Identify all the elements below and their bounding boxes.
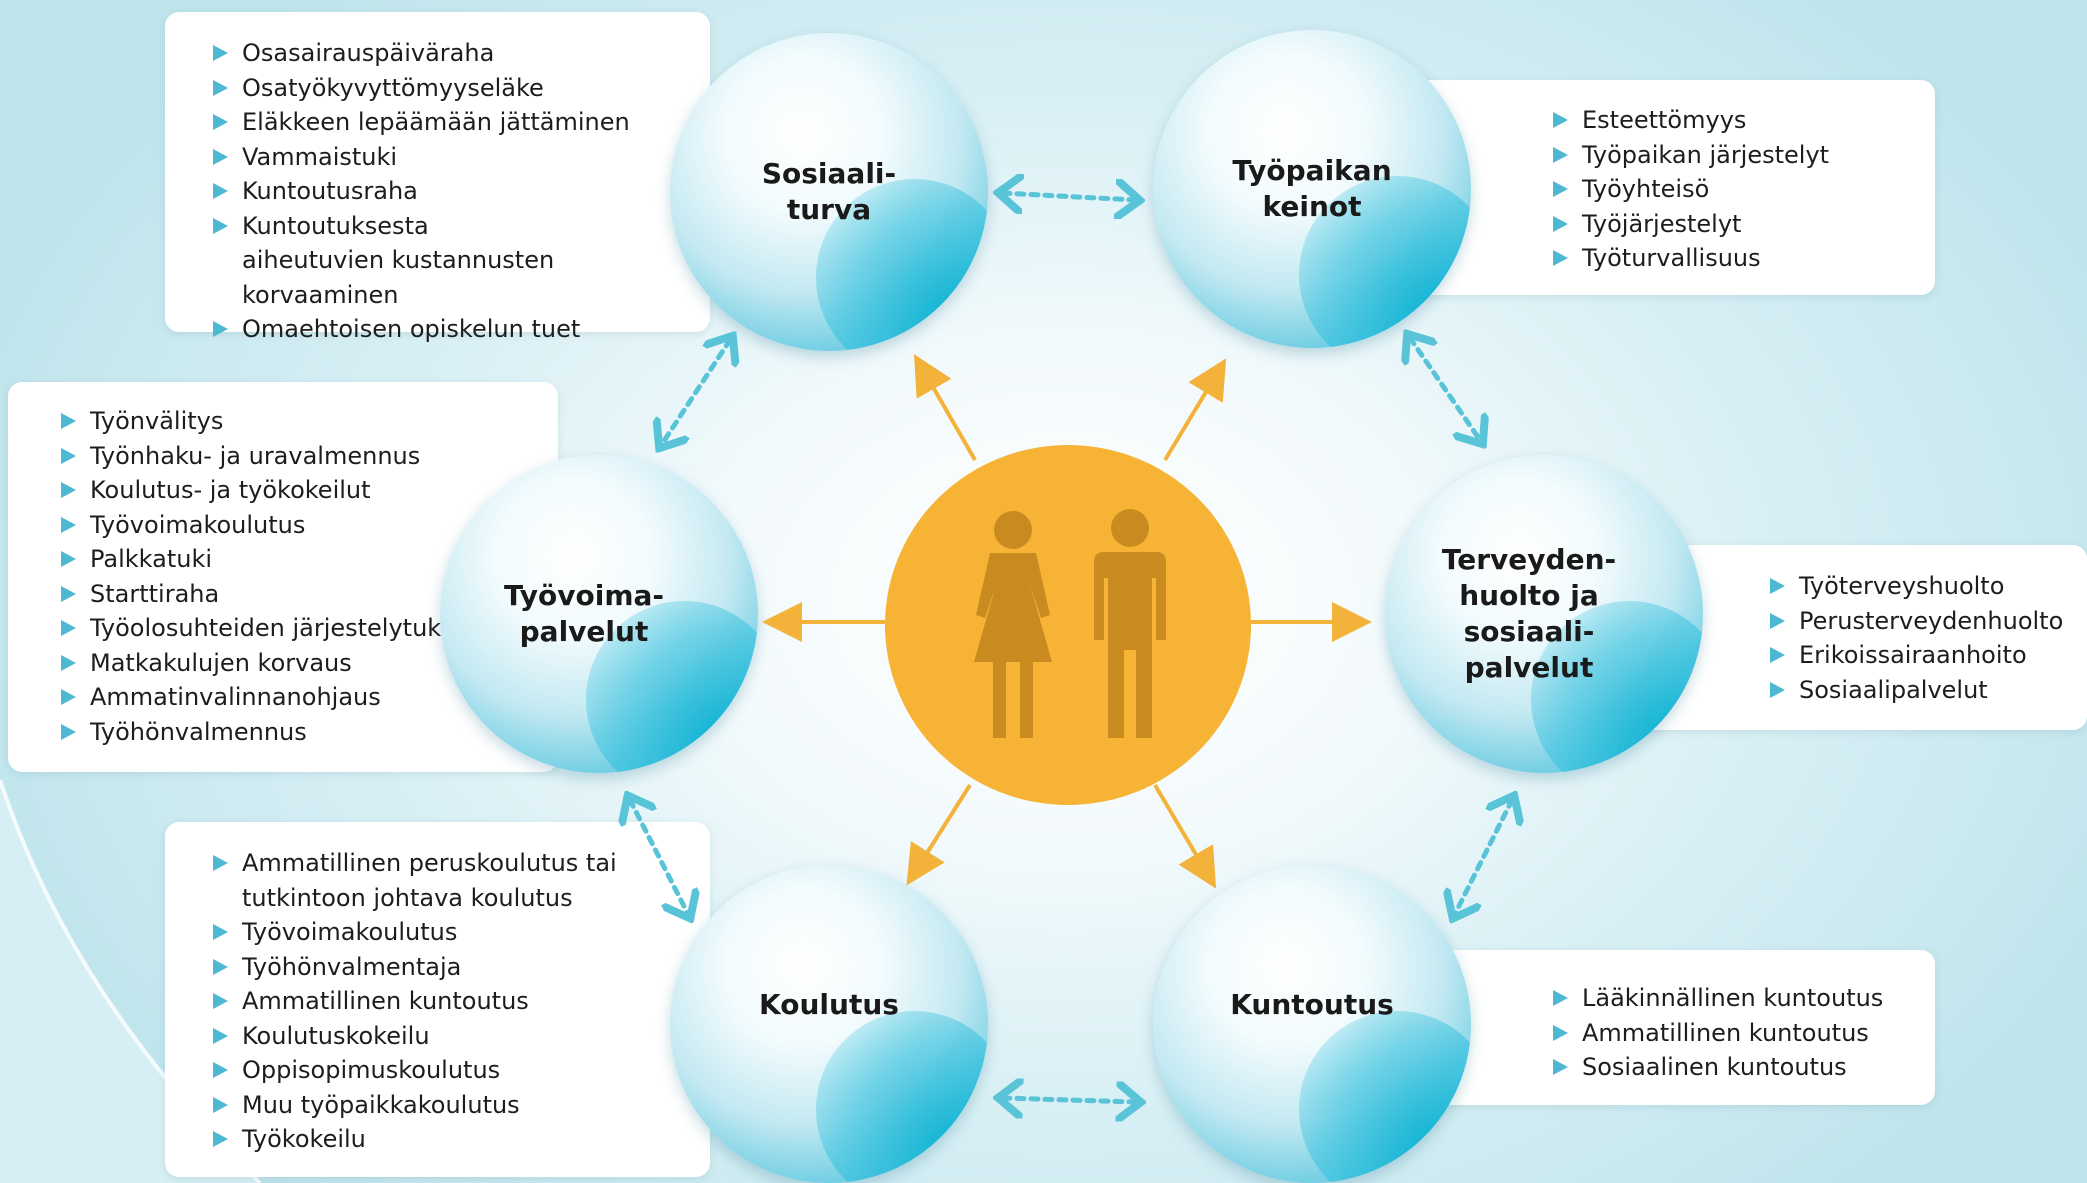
list-item: Osasairauspäiväraha: [213, 36, 650, 71]
sphere-shade: [816, 179, 988, 351]
sphere-shade: [1299, 176, 1471, 348]
list-item: Työhönvalmentaja: [213, 950, 650, 985]
list-item: Työnvälitys: [61, 404, 558, 439]
sphere-shade: [1531, 601, 1703, 773]
list-item: Työolosuhteiden järjestelytuki: [61, 611, 558, 646]
node-tyovoimapalvelut: Työvoima- palvelut: [440, 455, 758, 773]
node-title: Sosiaali- turva: [761, 157, 897, 226]
list-item: Starttiraha: [61, 577, 558, 612]
connector-tyopaikan-keinot-terveydenhuolto: [1410, 338, 1480, 440]
arrow-to-sosiaaliturva: [914, 354, 977, 461]
node-title: Koulutus: [759, 987, 899, 1021]
list-item: Perusterveydenhuolto: [1770, 604, 2087, 639]
list-item: Työvoimakoulutus: [61, 508, 558, 543]
node-sosiaaliturva: Sosiaali- turva: [670, 33, 988, 351]
node-title: Kuntoutus: [1230, 987, 1394, 1021]
list-item: Koulutuskokeilu: [213, 1019, 650, 1054]
list-koulutus: Ammatillinen peruskoulutus tai tutkintoo…: [165, 822, 710, 1157]
list-item: Työkokeilu: [213, 1122, 650, 1157]
list-box-sosiaaliturva: Osasairauspäiväraha Osatyökyvyttömyyselä…: [165, 12, 710, 343]
list-item: Työterveyshuolto: [1770, 569, 2087, 604]
arrow-to-kuntoutus: [1153, 783, 1217, 889]
list-item: Muu työpaikkakoulutus: [213, 1088, 650, 1123]
list-sosiaaliturva: Osasairauspäiväraha Osatyökyvyttömyyselä…: [165, 12, 710, 347]
list-item: Työturvallisuus: [1553, 241, 1935, 276]
list-item: Eläkkeen lepäämään jättäminen: [213, 105, 650, 140]
list-item: Työhönvalmennus: [61, 715, 558, 750]
connector-sosiaaliturva-tyovoimapalvelut: [662, 340, 730, 444]
list-item: Matkakulujen korvaus: [61, 646, 558, 681]
list-item: Työjärjestelyt: [1553, 207, 1935, 242]
list-item: Oppisopimuskoulutus: [213, 1053, 650, 1088]
list-item: Erikoissairaanhoito: [1770, 638, 2087, 673]
sphere-shade: [586, 601, 758, 773]
sphere-shade: [1299, 1011, 1471, 1183]
list-terveydenhuolto: Työterveyshuolto Perusterveydenhuolto Er…: [1590, 545, 2087, 707]
list-tyovoimapalvelut: Työnvälitys Työnhaku- ja uravalmennus Ko…: [8, 382, 558, 749]
list-item: Osatyökyvyttömyyseläke: [213, 71, 650, 106]
list-item: Työvoimakoulutus: [213, 915, 650, 950]
list-item: Työnhaku- ja uravalmennus: [61, 439, 558, 474]
list-item: Ammatinvalinnanohjaus: [61, 680, 558, 715]
list-item: Kuntoutusraha: [213, 174, 650, 209]
node-terveydenhuolto: Terveyden- huolto ja sosiaali- palvelut: [1385, 455, 1703, 773]
dotted-connectors: [630, 193, 1512, 1102]
list-item: Sosiaalipalvelut: [1770, 673, 2087, 708]
node-title: Työpaikan keinot: [1232, 154, 1392, 223]
arrow-to-tyopaikan-keinot: [1163, 358, 1227, 462]
list-item: Esteettömyys: [1553, 103, 1935, 138]
list-kuntoutus: Lääkinnällinen kuntoutus Ammatillinen ku…: [1360, 950, 1935, 1085]
list-item: Koulutus- ja työkokeilut: [61, 473, 558, 508]
list-item: Ammatillinen peruskoulutus tai tutkintoo…: [213, 846, 622, 915]
connector-terveydenhuolto-kuntoutus: [1455, 800, 1512, 914]
connector-sosiaaliturva-tyopaikan-keinot: [1003, 193, 1135, 200]
list-item: Kuntoutuksesta aiheutuvien kustannusten …: [213, 209, 572, 313]
list-item: Työpaikan järjestelyt: [1553, 138, 1935, 173]
list-item: Sosiaalinen kuntoutus: [1553, 1050, 1935, 1085]
node-koulutus: Koulutus: [670, 865, 988, 1183]
connector-koulutus-kuntoutus: [1003, 1098, 1136, 1102]
woman-and-man-icon: [974, 509, 1166, 738]
list-box-koulutus: Ammatillinen peruskoulutus tai tutkintoo…: [165, 822, 710, 1177]
list-item: Omaehtoisen opiskelun tuet: [213, 312, 650, 347]
list-item: Ammatillinen kuntoutus: [213, 984, 650, 1019]
list-tyopaikan-keinot: Esteettömyys Työpaikan järjestelyt Työyh…: [1360, 80, 1935, 276]
center-arrows: [762, 354, 1372, 889]
node-title: Terveyden- huolto ja sosiaali- palvelut: [1441, 543, 1617, 684]
list-item: Lääkinnällinen kuntoutus: [1553, 981, 1935, 1016]
list-item: Vammaistuki: [213, 140, 650, 175]
list-item: Palkkatuki: [61, 542, 558, 577]
arrow-to-koulutus: [906, 783, 972, 886]
list-item: Ammatillinen kuntoutus: [1553, 1016, 1935, 1051]
node-tyopaikan-keinot: Työpaikan keinot: [1153, 30, 1471, 348]
list-item: Työyhteisö: [1553, 172, 1935, 207]
connector-tyovoimapalvelut-koulutus: [630, 800, 688, 914]
center-circle: [885, 445, 1251, 805]
node-title: Työvoima- palvelut: [503, 579, 665, 648]
sphere-shade: [816, 1011, 988, 1183]
node-kuntoutus: Kuntoutus: [1153, 865, 1471, 1183]
